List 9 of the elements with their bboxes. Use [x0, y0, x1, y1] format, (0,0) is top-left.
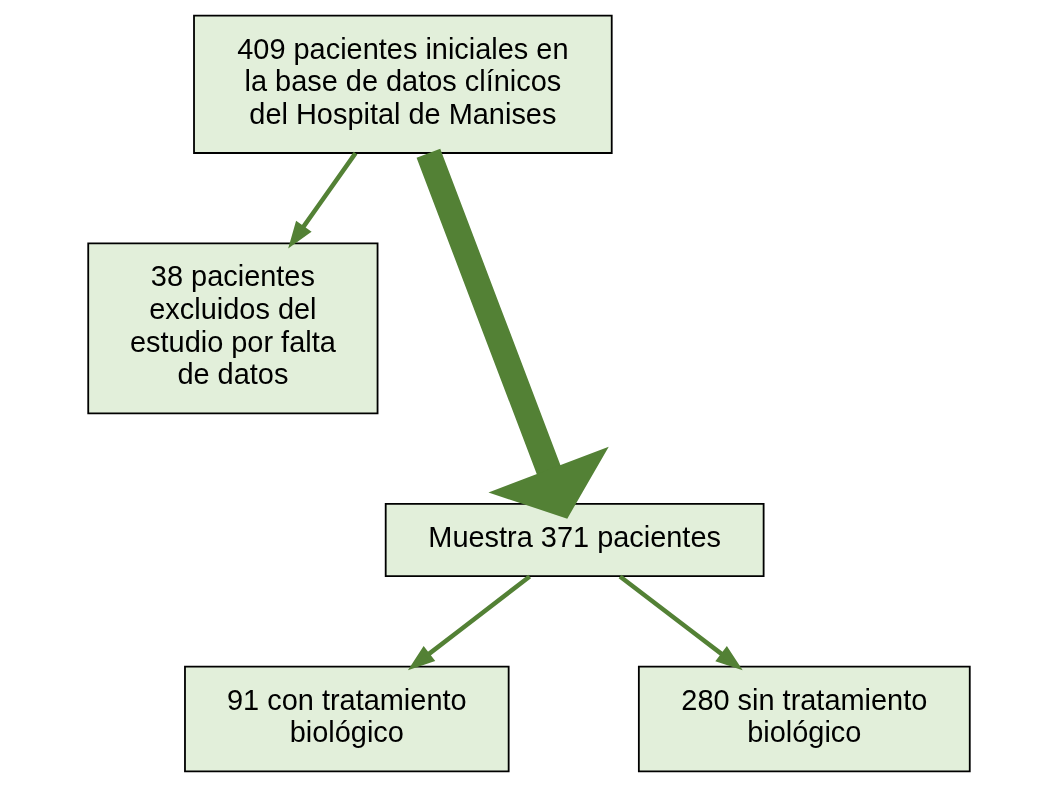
arrow	[288, 151, 358, 249]
arrow	[618, 574, 743, 671]
node-box: Muestra 371 pacientes	[384, 502, 765, 578]
arrow	[407, 574, 532, 671]
node-box: 38 pacientes excluidos del estudio por falta de datos	[87, 242, 379, 415]
node-box: 91 con tratamiento biológico	[184, 665, 510, 773]
arrow	[416, 148, 609, 519]
node-box: 409 pacientes iniciales en la base de datos clínicos del Hospital de Manises	[193, 14, 613, 154]
node-box: 280 sin tratamiento biológico	[637, 665, 971, 773]
